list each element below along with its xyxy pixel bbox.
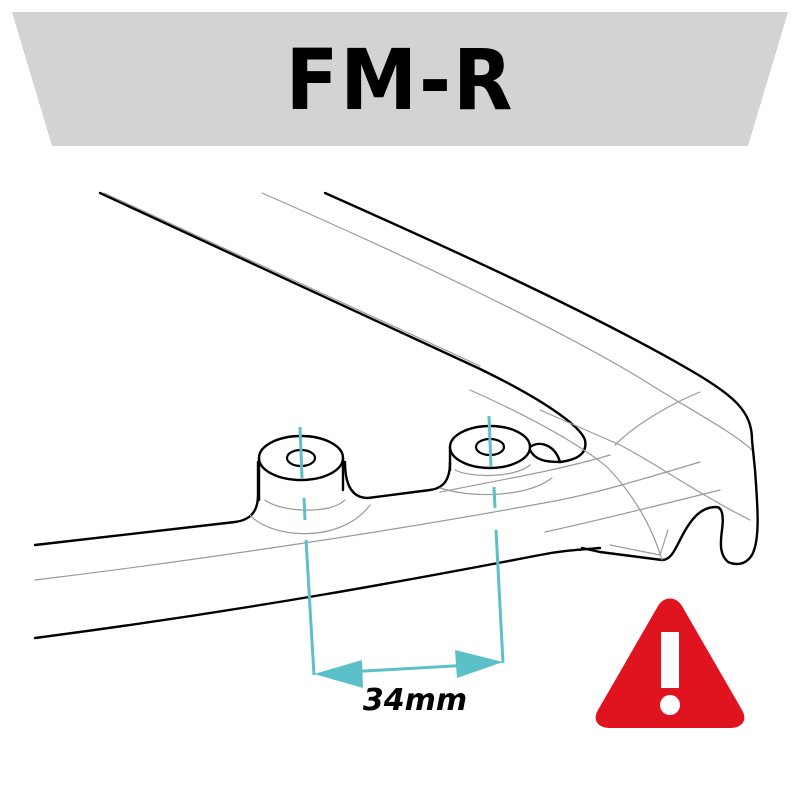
banner-shape bbox=[12, 12, 788, 146]
warning-triangle-icon bbox=[595, 598, 745, 728]
exclamation-dot bbox=[660, 695, 680, 715]
dimension-arrowheads bbox=[314, 650, 503, 688]
dimension-34mm bbox=[298, 415, 505, 676]
exclamation-bar bbox=[661, 632, 679, 688]
model-title: FM-R bbox=[285, 31, 515, 129]
title-banner: FM-R bbox=[0, 0, 800, 160]
dimension-label: 34mm bbox=[362, 683, 468, 718]
